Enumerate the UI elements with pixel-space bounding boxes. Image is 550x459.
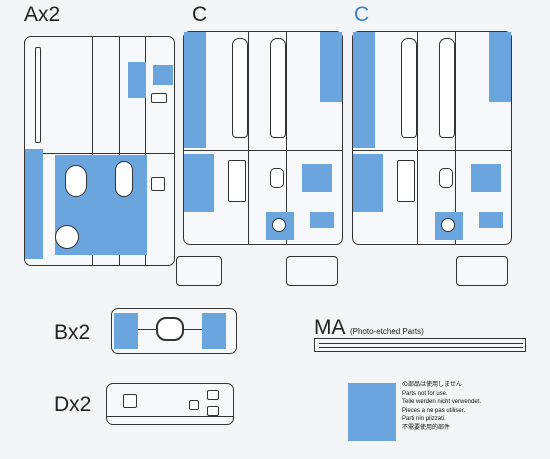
small-square-part xyxy=(123,394,137,408)
photo-etched-fret xyxy=(314,338,526,352)
fuselage-half-part xyxy=(232,38,248,138)
not-for-use-region xyxy=(114,313,138,349)
sprue-ma-label: MA (Photo-etched Parts) xyxy=(314,316,424,340)
sprue-a-label: Ax2 xyxy=(24,3,61,26)
small-square-part xyxy=(207,406,219,416)
not-for-use-region xyxy=(184,32,206,148)
cockpit-tub-part xyxy=(65,165,87,197)
not-for-use-region xyxy=(302,164,332,192)
legend-line: Pieces a ne pas utiliser. xyxy=(402,407,466,414)
sprue-c-tab xyxy=(456,256,508,286)
not-for-use-region xyxy=(310,212,334,228)
sprue-c-frame xyxy=(352,31,512,245)
round-part xyxy=(441,218,455,232)
sprue-c-frame xyxy=(183,31,343,245)
legend-line: Teile werden nicht verwendet. xyxy=(402,399,482,406)
legend-line: の部品は使用しません xyxy=(402,382,462,388)
fuselage-half-part xyxy=(270,38,286,138)
not-for-use-region xyxy=(202,313,226,349)
floor-part xyxy=(228,160,246,202)
fuselage-half-part xyxy=(401,38,417,138)
sprue-b-frame xyxy=(111,308,237,354)
not-for-use-region xyxy=(471,164,501,192)
sprue-d-label: Dx2 xyxy=(54,393,92,416)
legend-line: 不需要使用的部件 xyxy=(402,424,451,431)
legend-text: の部品は使用しません Parts not for use. Teile werd… xyxy=(402,381,481,433)
small-square-part xyxy=(207,390,219,400)
canopy-part xyxy=(156,317,184,341)
floor-part xyxy=(397,160,415,202)
not-for-use-region xyxy=(320,32,342,102)
sprue-c-label: C xyxy=(192,3,208,26)
round-part xyxy=(272,218,286,232)
not-for-use-region xyxy=(128,62,146,98)
not-for-use-region xyxy=(479,212,503,228)
legend-line: Parti nin μlizzati. xyxy=(402,416,446,423)
seat-part xyxy=(115,161,133,197)
legend-line: Parts not for use. xyxy=(402,390,448,397)
sprue-b-label: Bx2 xyxy=(54,321,91,344)
sprue-a-frame xyxy=(24,36,175,266)
not-for-use-region xyxy=(184,154,214,212)
sprue-d-frame xyxy=(106,383,234,425)
small-square-part xyxy=(189,400,199,410)
panel-part xyxy=(270,168,284,188)
sprue-a-tab xyxy=(176,256,222,286)
sprue-c-tab xyxy=(286,256,338,286)
not-for-use-region xyxy=(153,65,173,85)
long-rod-part xyxy=(35,47,41,143)
not-for-use-region xyxy=(353,154,383,212)
small-part xyxy=(151,93,167,103)
rotor-hub-part xyxy=(55,225,79,249)
sprue-ma-title: MA xyxy=(314,316,346,339)
not-for-use-region xyxy=(353,32,375,148)
legend-swatch xyxy=(348,383,396,441)
sprue-c-blue-label: C xyxy=(354,3,370,26)
fuselage-half-part xyxy=(439,38,455,138)
panel-part xyxy=(439,168,453,188)
not-for-use-region xyxy=(489,32,511,102)
sprue-ma-subtitle: (Photo-etched Parts) xyxy=(349,327,424,336)
small-part xyxy=(151,177,165,191)
not-for-use-region xyxy=(25,149,43,259)
